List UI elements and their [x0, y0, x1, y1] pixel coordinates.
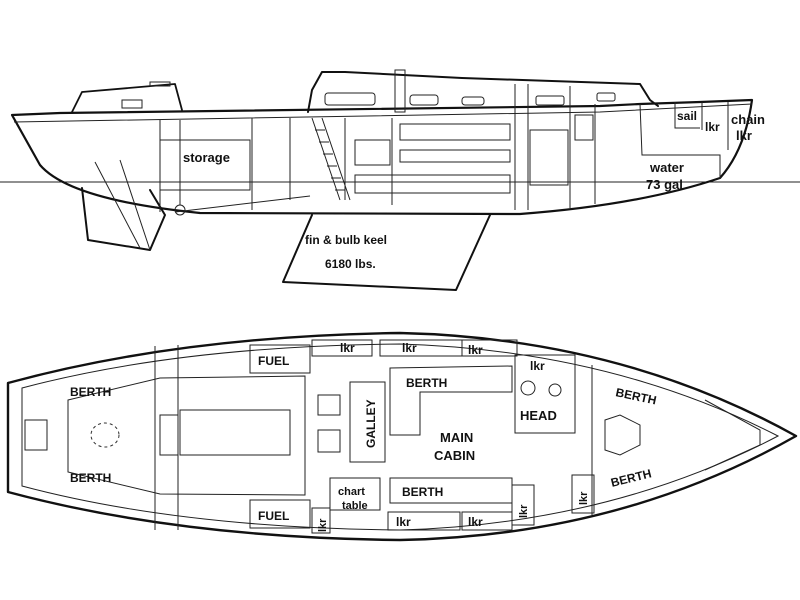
- locker-top-2-label: lkr: [402, 341, 417, 355]
- hull-plan: [6, 331, 798, 542]
- table-label: table: [342, 500, 368, 512]
- cabin-house: [307, 71, 659, 113]
- cockpit-outline: [67, 375, 306, 496]
- berth-fwd-port-label: BERTH: [614, 385, 657, 407]
- cabin-window-2: [409, 94, 439, 106]
- keel-weight-label: 6180 lbs.: [325, 257, 376, 271]
- chart-label: chart: [338, 486, 365, 498]
- head-compartment: [529, 129, 569, 186]
- cabin-window-5: [596, 92, 616, 102]
- keel-label: fin & bulb keel: [305, 233, 387, 247]
- rudder-stock: [94, 161, 141, 249]
- anchor-locker: [704, 399, 761, 471]
- galley-sink: [317, 394, 341, 416]
- fuel-tank-bottom: [249, 499, 311, 529]
- cabin-sole-storage: [354, 174, 511, 194]
- chart-table: [329, 477, 381, 511]
- rudder: [81, 187, 166, 251]
- berth-main-top-label: BERTH: [406, 376, 447, 390]
- head-sink: [548, 383, 562, 397]
- berth-aft-stbd-label: BERTH: [70, 471, 111, 485]
- water-tank-outline: [639, 103, 721, 178]
- locker-top-3-label: lkr: [468, 343, 483, 357]
- berth-fwd-stbd-label: BERTH: [609, 466, 653, 490]
- locker-bottom-3-label: lkr: [518, 504, 530, 518]
- locker-head-label: lkr: [530, 359, 545, 373]
- steering-pedestal: [159, 414, 179, 456]
- locker-bottom-1: [387, 511, 461, 531]
- locker-top-2: [379, 339, 463, 357]
- locker-bottom-2-label: lkr: [468, 515, 483, 529]
- fuel-top-label: FUEL: [258, 354, 289, 368]
- head-door: [574, 114, 594, 141]
- chain-label: chain: [731, 112, 765, 127]
- plan-view: BERTH BERTH FUEL FUEL lkr lkr lkr lkr GA…: [6, 331, 798, 542]
- cabin-window-4: [535, 95, 565, 106]
- locker-top-1-label: lkr: [340, 341, 355, 355]
- head-compartment-plan: [514, 354, 576, 434]
- settee: [399, 149, 511, 163]
- chart-locker: [311, 507, 331, 534]
- chain-lkr-label: lkr: [736, 128, 752, 143]
- sail-locker-label: sail: [677, 109, 697, 123]
- galley-label: GALLEY: [364, 399, 378, 448]
- cockpit-table: [179, 409, 291, 456]
- locker-bottom-3: [511, 484, 535, 526]
- fuel-tank-top: [249, 344, 311, 374]
- locker-chart-label: lkr: [317, 518, 329, 532]
- locker-label: lkr: [705, 120, 720, 134]
- v-berth-filler: [604, 414, 641, 456]
- aft-hatch: [149, 81, 171, 87]
- profile-view: storage fin & bulb keel 6180 lbs. sail l…: [0, 69, 800, 291]
- cabin-label: CABIN: [434, 448, 475, 463]
- aft-portlight: [121, 99, 143, 109]
- fuel-bottom-label: FUEL: [258, 509, 289, 523]
- berth-main-bottom-label: BERTH: [402, 485, 443, 499]
- cabin-window-1: [324, 92, 376, 106]
- galley-stove-plan: [317, 429, 341, 453]
- fin-keel: [282, 214, 491, 291]
- prop-shaft: [174, 195, 311, 213]
- storage-box: [159, 139, 251, 191]
- aft-coaming: [71, 83, 183, 113]
- hull-inner-line: [21, 343, 780, 531]
- locker-bottom-4-label: lkr: [578, 491, 590, 505]
- main-label: MAIN: [440, 430, 473, 445]
- locker-bottom-1-label: lkr: [396, 515, 411, 529]
- head-label: HEAD: [520, 408, 557, 423]
- water-gallons-label: 73 gal: [646, 177, 683, 192]
- locker-bottom-4: [571, 474, 595, 514]
- hull-profile: [10, 98, 754, 216]
- toilet: [520, 380, 536, 396]
- cabin-window-3: [461, 96, 485, 106]
- sail-locker-outline: [674, 102, 700, 129]
- lazarette-hatch: [24, 419, 48, 451]
- locker-top-3: [461, 339, 518, 357]
- water-label: water: [649, 160, 684, 175]
- settee-top: [389, 365, 513, 436]
- berth-aft-port-label: BERTH: [70, 385, 111, 399]
- galley-counter: [349, 381, 386, 463]
- rudder-stock-2: [119, 159, 151, 251]
- wheel-outline: [90, 422, 120, 448]
- locker-top-1: [311, 339, 373, 357]
- galley-stove: [354, 139, 391, 166]
- storage-label: storage: [183, 150, 230, 165]
- companionway-ladder: [311, 117, 351, 201]
- galley-cabinets: [399, 123, 511, 141]
- sheer-line: [13, 103, 753, 123]
- mast-step: [394, 69, 406, 113]
